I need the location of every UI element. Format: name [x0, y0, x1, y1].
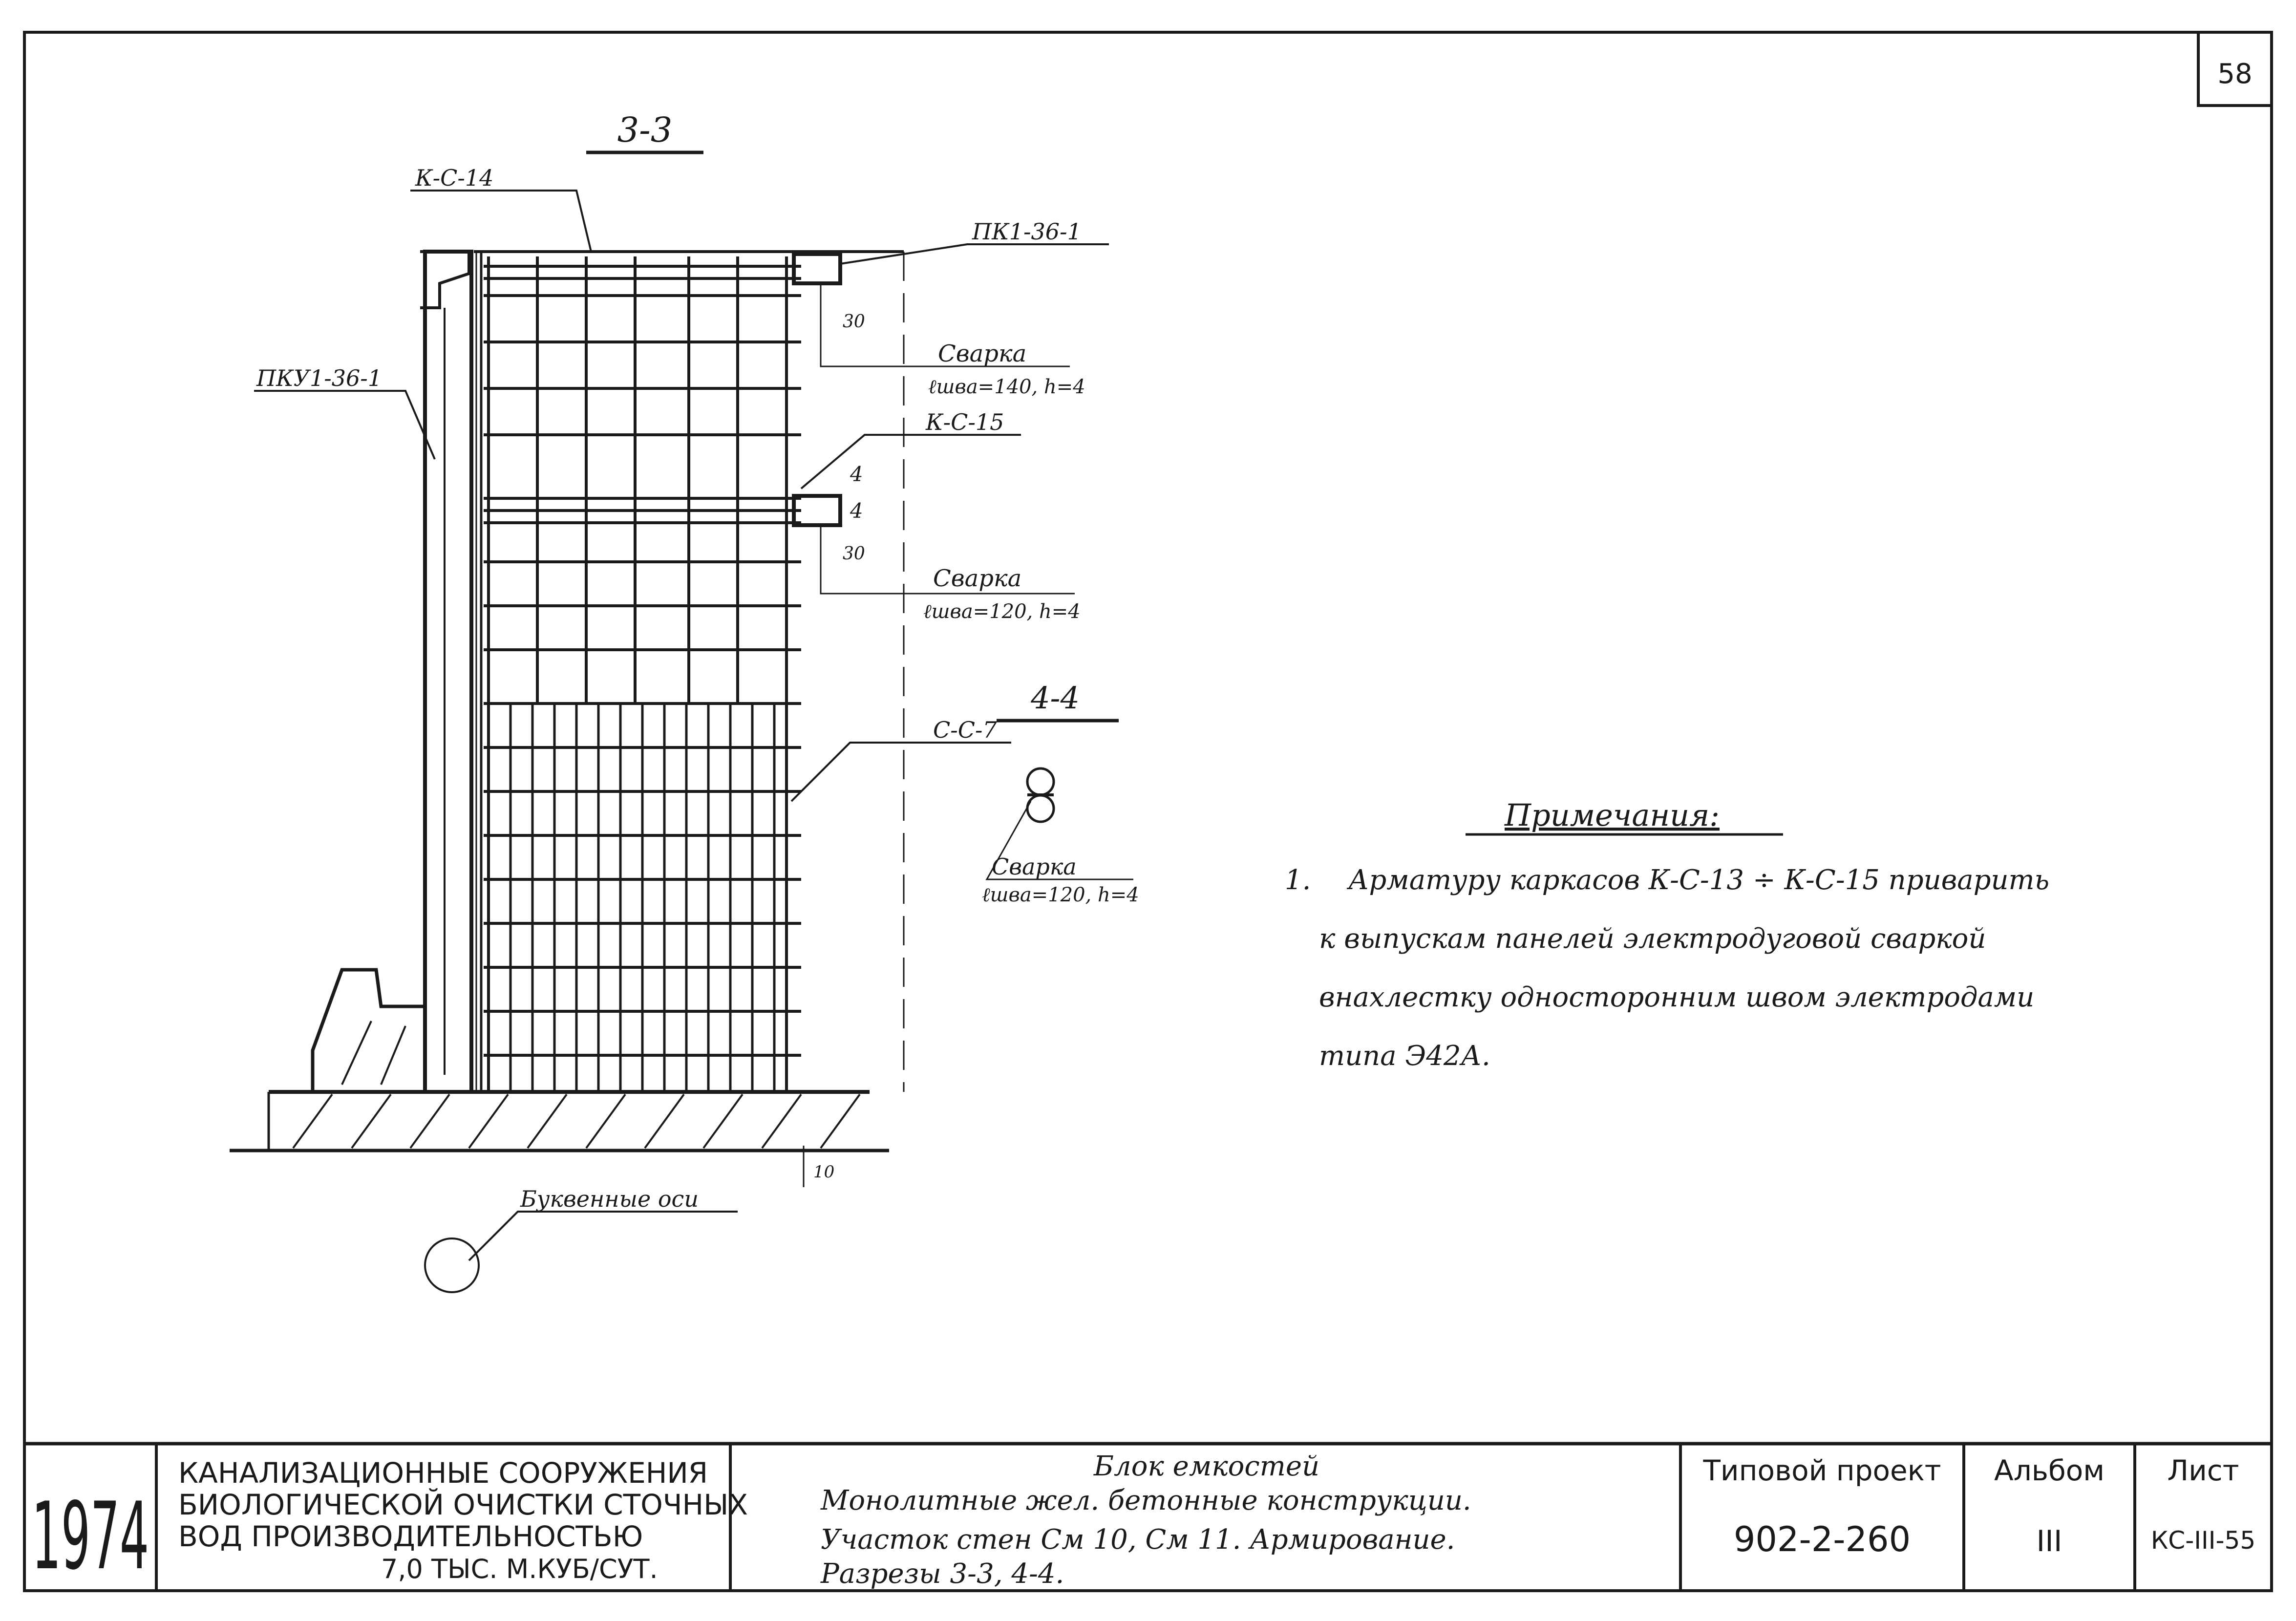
title-desc-line-4: Разрезы 3-3, 4-4. — [820, 1558, 1064, 1590]
leader-pku1-36-1 — [254, 390, 436, 460]
title-desc-line-1: Блок емкостей — [1093, 1450, 1319, 1482]
notes: Примечания: 1. Арматуру каркасов К-С-13 … — [1285, 797, 2049, 1072]
weld-3-title: Сварка — [992, 853, 1077, 880]
leader-pk1-36-1 — [840, 243, 1109, 265]
title-org-line-1: КАНАЛИЗАЦИОННЫЕ СООРУЖЕНИЯ — [178, 1456, 708, 1490]
notes-line-1: Арматуру каркасов К-С-13 ÷ К-С-15 привар… — [1346, 864, 2049, 896]
label-k-s-15: К-С-15 — [925, 409, 1004, 435]
precast-panel — [423, 250, 473, 1094]
weld-3-spec: ℓшва=120, h=4 — [982, 884, 1139, 906]
notes-line-3: внахлестку односторонним швом электродам… — [1319, 981, 2034, 1013]
leader-k-s-14 — [410, 190, 592, 252]
title-album-value: III — [2036, 1524, 2062, 1558]
title-sheet-value: КС-III-55 — [2151, 1526, 2255, 1555]
weld-2-title: Сварка — [933, 565, 1021, 592]
weld-2-spec: ℓшва=120, h=4 — [923, 600, 1081, 623]
slab-hatch — [292, 1093, 861, 1149]
section-3-3-title: 3-3 — [617, 110, 673, 150]
title-sheet-label: Лист — [2168, 1454, 2239, 1487]
weld-bracket-mid — [792, 494, 842, 527]
sheet-number-box — [2197, 31, 2273, 107]
footing-hatch — [341, 1021, 406, 1085]
axis-bubble — [424, 1237, 480, 1293]
section-4-4: 4-4 Сварка ℓшва=120, h=4 — [982, 680, 1139, 906]
mesh-horizontals — [484, 265, 801, 1057]
title-year: 1974 — [32, 1482, 149, 1590]
weld-bracket-top — [792, 252, 842, 285]
notes-line-2: к выпускам панелей электродуговой сварко… — [1319, 923, 1986, 955]
bar-circle-top — [1026, 767, 1055, 796]
label-s-s-7: С-С-7 — [933, 717, 997, 743]
sheet-number: 58 — [2217, 58, 2252, 90]
title-desc-line-3: Участок стен См 10, См 11. Армирование. — [821, 1524, 1455, 1556]
dim-30-mid: 30 — [843, 544, 865, 564]
mesh-lower-verticals — [509, 704, 776, 1092]
bar-circle-bottom — [1026, 794, 1055, 823]
panel-top-cap — [420, 250, 470, 309]
dim-30-top: 30 — [843, 312, 865, 332]
leader-weld-1 — [820, 283, 1070, 367]
dim-10: 10 — [813, 1162, 834, 1182]
title-project-label: Типовой проект — [1702, 1454, 1941, 1487]
title-org-line-4: 7,0 ТЫС. М.КУБ/СУТ. — [381, 1554, 658, 1584]
title-album-label: Альбом — [1994, 1454, 2105, 1487]
leader-k-s-15 — [800, 434, 1021, 490]
label-letter-axes: Буквенные оси — [520, 1186, 699, 1212]
mesh-upper-verticals — [487, 256, 788, 1092]
notes-line-4: типа Э42А. — [1319, 1040, 1490, 1072]
leader-weld-3 — [985, 801, 1133, 880]
title-org-line-2: БИОЛОГИЧЕСКОЙ ОЧИСТКИ СТОЧНЫХ — [178, 1488, 748, 1521]
leader-letter-axes — [468, 1211, 738, 1261]
notes-heading: Примечания: — [1504, 797, 1720, 833]
label-k-s-14: К-С-14 — [415, 165, 493, 191]
label-pk1-36-1: ПК1-36-1 — [972, 218, 1082, 245]
title-project-number: 902-2-260 — [1734, 1519, 1911, 1559]
label-pku1-36-1: ПКУ1-36-1 — [256, 365, 382, 391]
title-org-line-3: ВОД ПРОИЗВОДИТЕЛЬНОСТЬЮ — [178, 1520, 643, 1553]
leader-s-s-7 — [790, 742, 1011, 802]
sheet-frame — [23, 31, 2273, 1592]
notes-item-number: 1. — [1285, 864, 1311, 896]
dim-4-a: 4 — [850, 462, 863, 486]
leader-weld-2 — [820, 525, 1075, 595]
weld-1-title: Сварка — [938, 340, 1026, 367]
title-block: 1974 КАНАЛИЗАЦИОННЫЕ СООРУЖЕНИЯ БИОЛОГИЧ… — [24, 1442, 2272, 1591]
footing-outline — [311, 968, 427, 1092]
section-3-3: 3-3 — [230, 110, 1109, 1293]
title-desc-line-2: Монолитные жел. бетонные конструкции. — [820, 1485, 1471, 1516]
section-4-4-title: 4-4 — [1030, 680, 1080, 716]
dim-4-b: 4 — [850, 499, 863, 523]
weld-1-spec: ℓшва=140, h=4 — [928, 376, 1085, 398]
